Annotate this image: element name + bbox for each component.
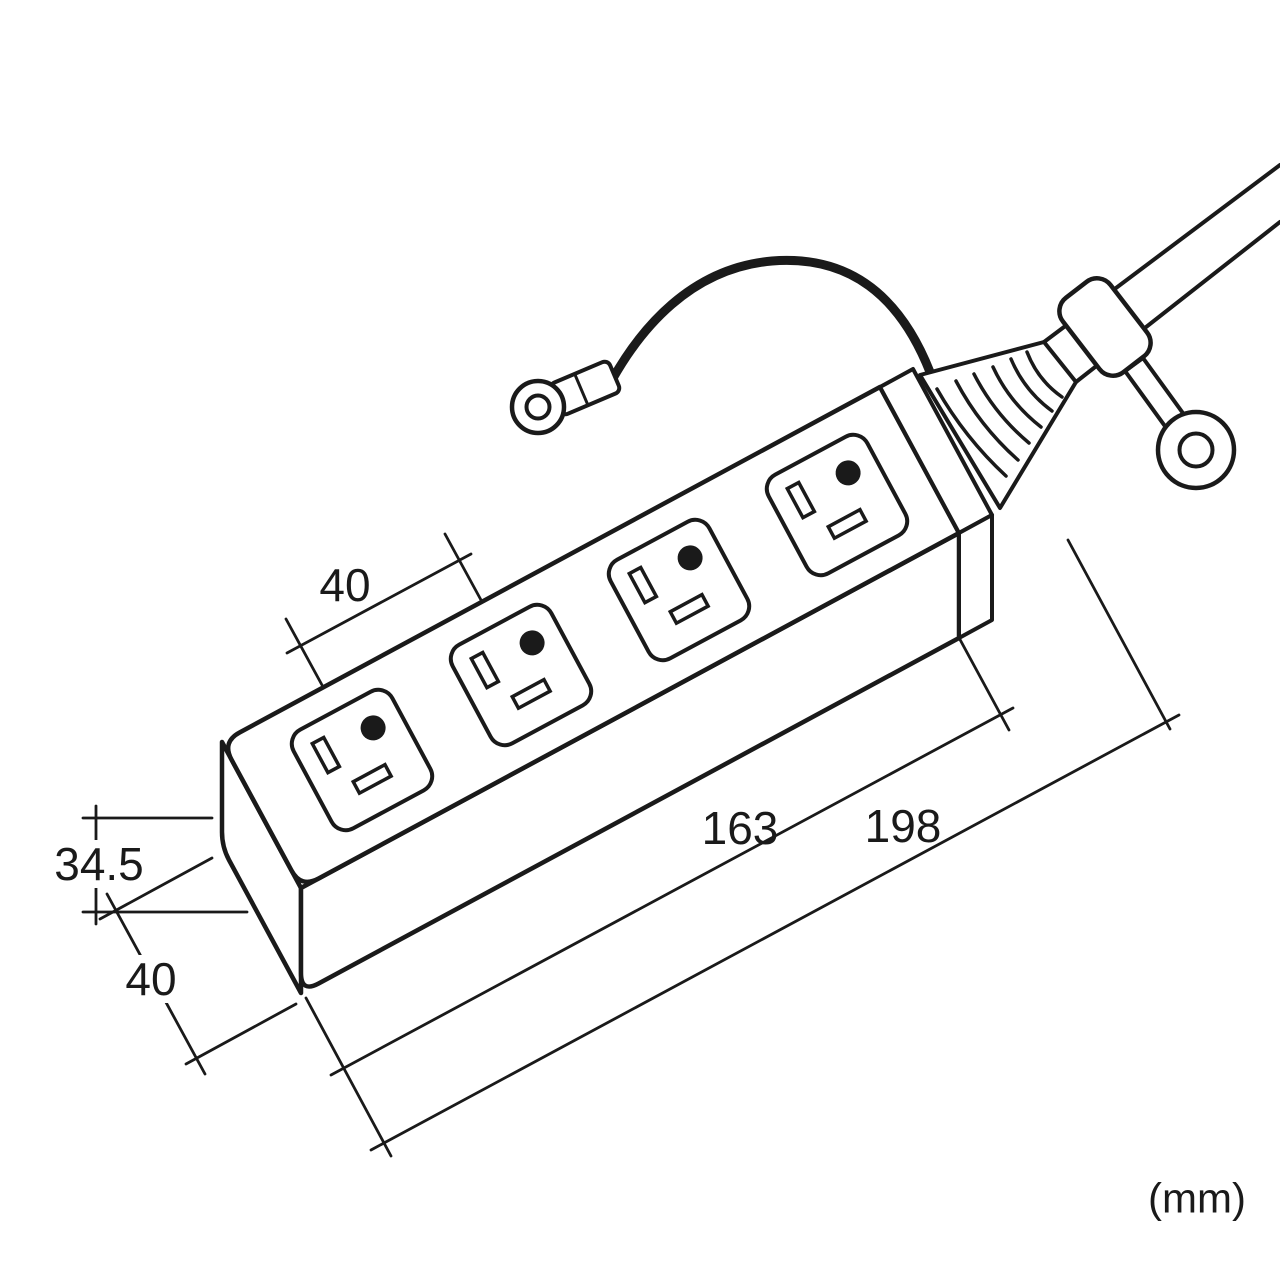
dim-height-label: 34.5 <box>54 838 144 890</box>
strain-relief-rib <box>972 372 1031 445</box>
outlet-slot-left <box>468 650 501 691</box>
outlet-ground-slot <box>350 762 394 796</box>
dim-pitch-label: 40 <box>319 559 370 611</box>
outlet-slot-left <box>309 735 342 776</box>
dim-depth-extension-back <box>98 856 214 921</box>
cord-assembly <box>918 163 1280 510</box>
outlet-faceplate <box>289 687 435 833</box>
dim-body-length-label: 163 <box>702 802 779 854</box>
ground-ring-terminal-hole <box>524 393 552 421</box>
dimension-annotations: 40 34.5 40 163 198 <box>46 532 1181 1158</box>
cord-bead <box>1057 276 1153 378</box>
strain-relief-rib <box>1009 357 1054 413</box>
outlet-ground-slot <box>509 677 553 711</box>
strip-front-face <box>298 530 962 989</box>
dim-depth-label-bg <box>117 955 185 1003</box>
strain-relief-rib <box>991 365 1043 429</box>
outlet-slot-left <box>784 480 817 521</box>
outlet-2 <box>448 602 594 748</box>
cord-ring-terminal-hole <box>1177 431 1215 469</box>
end-cap-front <box>957 513 994 640</box>
dim-pitch-extension-right <box>443 532 483 602</box>
ground-wire-assembly <box>509 255 949 436</box>
outlet-slot-right <box>835 460 861 486</box>
dim-198-extension-right <box>1066 538 1172 731</box>
dim-pitch-extension-left <box>284 617 324 687</box>
dim-depth-extension-front <box>184 1002 298 1066</box>
outlet-faceplate <box>448 602 594 748</box>
outlet-1 <box>289 687 435 833</box>
outlet-3 <box>606 517 752 663</box>
outlet-ground-slot <box>667 592 711 626</box>
outlet-ground-slot <box>825 507 869 541</box>
outlet-faceplate <box>606 517 752 663</box>
dim-163-line <box>329 706 1015 1077</box>
power-strip <box>219 367 994 996</box>
strain-relief-rib <box>935 387 1008 478</box>
dim-length-extension-left <box>304 996 393 1158</box>
crimp-sleeve-seam <box>573 373 590 406</box>
ground-wire <box>607 255 949 403</box>
dim-pitch-line <box>285 552 473 655</box>
outlet-slot-right <box>677 545 703 571</box>
outlet-slot-right <box>519 630 545 656</box>
dim-overall-length-label: 198 <box>865 800 942 852</box>
dim-height-label-bg <box>46 840 152 888</box>
outlet-slot-left <box>626 565 659 606</box>
unit-label: (mm) <box>1148 1175 1246 1222</box>
strain-relief-rib <box>954 379 1020 462</box>
outlet-slot-right <box>360 715 386 741</box>
dim-depth-label: 40 <box>125 953 176 1005</box>
dim-198-line <box>369 713 1181 1152</box>
outlet-faceplate <box>764 432 910 578</box>
outlet-4 <box>764 432 910 578</box>
cord-bead-body <box>1057 276 1153 378</box>
strip-left-face <box>219 739 304 996</box>
strain-relief-rib <box>1025 350 1064 399</box>
